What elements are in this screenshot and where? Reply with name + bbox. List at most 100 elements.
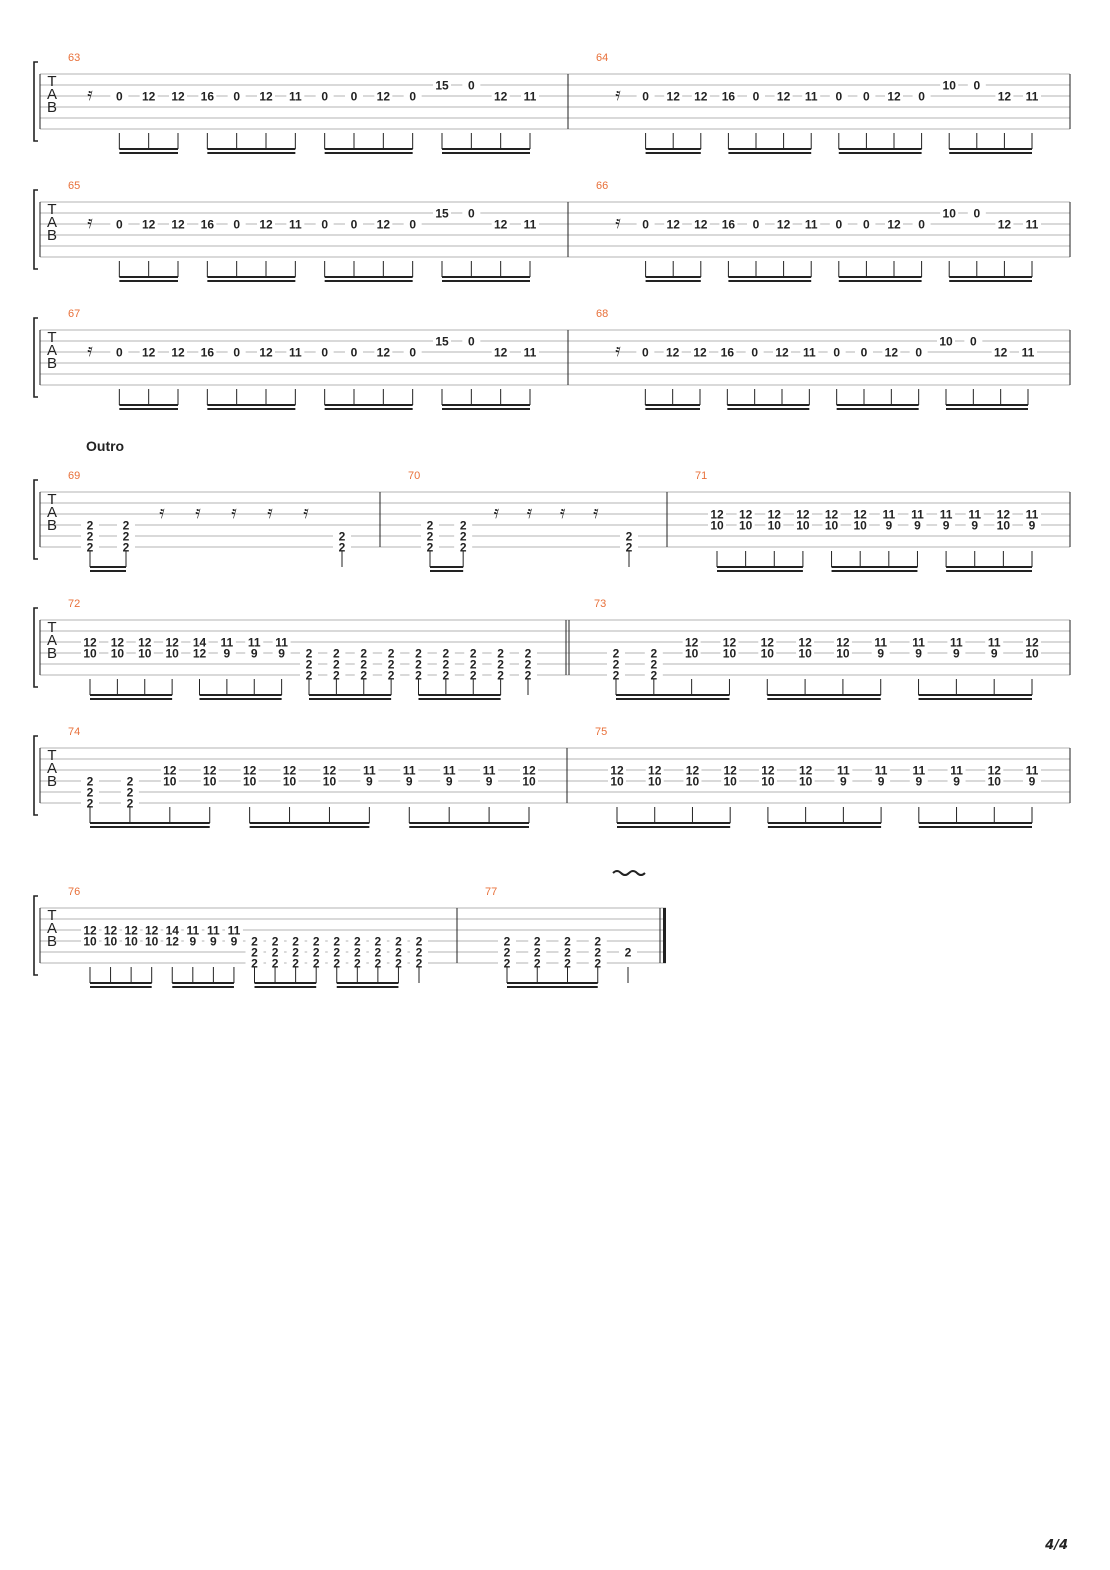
fret-number: 2 [534,957,541,971]
fret-number: 11 [882,508,895,522]
fret-bg [117,519,135,531]
fret-number: 0 [351,90,358,104]
beam [831,570,918,572]
fret-number: 2 [313,935,320,949]
tab-clef-letter: B [47,773,57,790]
fret-bg [528,946,547,958]
fret-bg [1023,636,1041,648]
fret-number: 2 [443,647,450,661]
fret-bg [796,647,815,659]
fret-bg [266,946,285,958]
fret-bg [947,775,966,787]
fret-number: 10 [761,647,775,661]
fret-bg [266,935,285,947]
fret-bg [110,346,129,358]
fret-bg [462,207,481,219]
fret-bg [588,957,607,969]
fret-bg [368,946,387,958]
fret-number: 2 [251,957,258,971]
fret-number: 12 [142,90,156,104]
tab-clef-letter: B [47,933,57,950]
fret-number: 0 [753,90,760,104]
fret-bg [636,90,655,102]
fret-bg [135,647,154,659]
fret-bg [796,636,815,648]
fret-bg [327,669,346,681]
measure-number: 67 [68,308,80,320]
fret-bg [410,935,428,947]
fret-number: 2 [375,957,382,971]
rest-symbol: 𝄿 [527,502,533,523]
fret-number: 14 [166,924,180,938]
fret-number: 9 [885,519,892,533]
fret-number: 10 [323,775,337,789]
beam [728,280,812,282]
fret-bg [122,935,141,947]
fret-number: 10 [768,519,782,533]
fret-number: 11 [912,764,925,778]
fret-number: 2 [333,647,340,661]
fret-number: 12 [761,636,775,650]
fret-number: 2 [333,669,340,683]
fret-number: 2 [443,669,450,683]
fret-bg [882,346,901,358]
fret-number: 15 [435,207,449,221]
fret-number: 10 [943,207,957,221]
fret-number: 12 [724,764,738,778]
fret-bg [333,530,351,542]
fret-number: 12 [377,218,391,232]
fret-bg [204,935,223,947]
fret-number: 12 [104,924,118,938]
fret-number: 2 [427,519,434,533]
fret-bg [521,90,539,102]
fret-number: 2 [313,957,320,971]
beam [324,276,413,278]
fret-bg [964,335,983,347]
fret-bg [409,647,428,659]
fret-bg [307,957,326,969]
fret-bg [645,764,664,776]
tab-clef-letter: T [47,491,56,508]
fret-number: 12 [777,90,791,104]
beam [727,408,810,410]
rest-symbol: 𝄿 [87,212,93,233]
fret-bg [327,935,346,947]
fret-number: 11 [803,346,816,360]
fret-bg [491,90,510,102]
system-bracket [33,735,38,816]
fret-bg [368,935,387,947]
fret-bg [682,636,701,648]
beam [717,570,803,572]
beam [119,404,178,406]
fret-number: 12 [666,346,680,360]
fret-number: 11 [289,346,302,360]
fret-number: 0 [409,218,416,232]
fret-bg [382,669,401,681]
fret-bg [1023,218,1041,230]
fret-bg [691,218,710,230]
fret-number: 12 [693,346,707,360]
fret-bg [519,658,537,670]
fret-bg [163,647,182,659]
fret-bg [368,957,387,969]
beam [728,148,812,150]
section-label-outro: Outro [86,438,124,454]
fret-bg [257,218,275,230]
fret-bg [521,346,539,358]
beam [946,566,1032,568]
fret-number: 2 [123,519,130,533]
tab-clef-letter: T [47,73,56,90]
fret-number: 12 [739,508,753,522]
beam [949,152,1032,154]
fret-number: 9 [1029,775,1036,789]
beam [645,408,700,410]
fret-bg [708,519,726,531]
beam [90,570,126,572]
fret-number: 11 [805,90,818,104]
fret-bg [382,658,401,670]
fret-bg [1023,775,1041,787]
fret-bg [354,669,373,681]
fret-bg [588,935,607,947]
fret-bg [947,647,966,659]
fret-bg [829,218,848,230]
